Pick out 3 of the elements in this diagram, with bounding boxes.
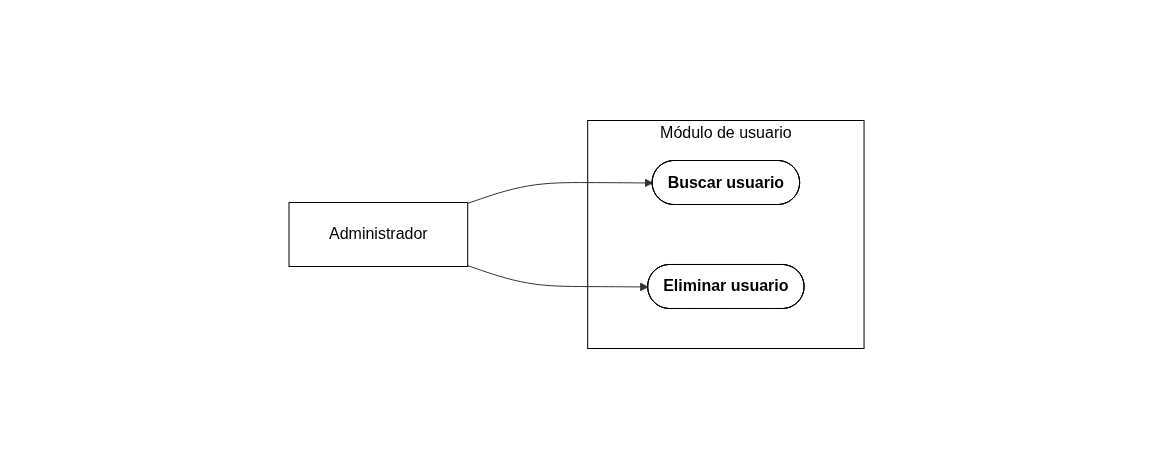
node-box: Administrador bbox=[288, 202, 469, 267]
arrow bbox=[467, 265, 649, 292]
arrow bbox=[467, 178, 653, 204]
